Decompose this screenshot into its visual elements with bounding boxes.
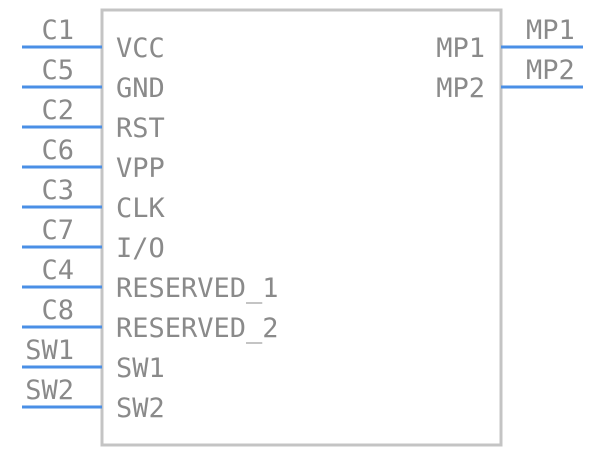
pin-name-label: MP2	[436, 73, 485, 104]
pin-name-label: VPP	[116, 153, 165, 184]
pin-name-label: SW2	[116, 393, 165, 424]
pin-name-label: RESERVED_2	[116, 313, 279, 344]
pin-name-label: GND	[116, 73, 165, 104]
pin-number-label: SW2	[25, 375, 74, 406]
pin-name-label: VCC	[116, 33, 165, 64]
pin-name-label: MP1	[436, 33, 485, 64]
pin-number-label: C2	[41, 95, 74, 126]
pin-number-label: MP1	[526, 15, 575, 46]
pin-number-label: C8	[41, 295, 74, 326]
pin-name-label: I/O	[116, 233, 165, 264]
pin-number-label: C4	[41, 255, 74, 286]
pin-number-label: C5	[41, 55, 74, 86]
pin-number-label: C7	[41, 215, 74, 246]
pin-c7: C7I/O	[22, 215, 165, 264]
pin-name-label: CLK	[116, 193, 166, 224]
pin-number-label: MP2	[526, 55, 575, 86]
left-pin-group: C1VCCC5GNDC2RSTC6VPPC3CLKC7I/OC4RESERVED…	[22, 15, 279, 424]
pin-number-label: C3	[41, 175, 74, 206]
pin-number-label: C1	[41, 15, 74, 46]
pin-number-label: SW1	[25, 335, 74, 366]
pin-name-label: RST	[116, 113, 165, 144]
pin-name-label: RESERVED_1	[116, 273, 279, 304]
pin-name-label: SW1	[116, 353, 165, 384]
component-body	[100, 8, 503, 447]
pin-number-label: C6	[41, 135, 74, 166]
